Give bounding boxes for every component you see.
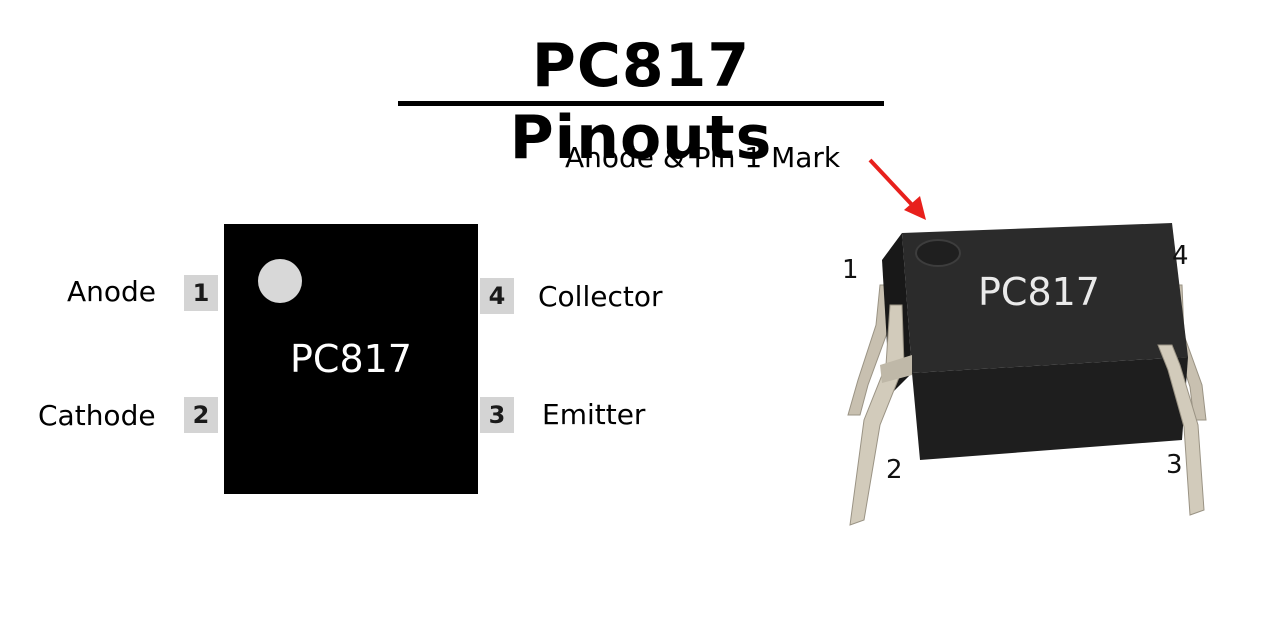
- pin-2-name: Cathode: [38, 399, 156, 432]
- page-title: PC817 Pinouts: [509, 31, 773, 173]
- photo-chip-label: PC817: [978, 270, 1100, 314]
- pin-4-name: Collector: [538, 280, 663, 313]
- photo-pin-4-number: 4: [1172, 241, 1189, 271]
- pin1-mark-callout: Anode & Pin 1 Mark: [565, 141, 841, 174]
- pin-3-box: 3: [480, 397, 514, 433]
- chip-photo-illustration: [847, 223, 1207, 526]
- pin-1-name: Anode: [67, 275, 157, 308]
- pin-4-box: 4: [480, 278, 514, 314]
- photo-pin-3-number: 3: [1166, 450, 1183, 480]
- photo-pin-2-number: 2: [886, 455, 903, 485]
- pin-2-box: 2: [184, 397, 218, 433]
- pin1-marker-dot: [258, 259, 302, 303]
- pin-1-box: 1: [184, 275, 218, 311]
- pin-3-name: Emitter: [542, 398, 646, 431]
- title-underline: [398, 101, 884, 106]
- callout-arrow: [868, 158, 926, 220]
- schematic-chip-label: PC817: [290, 337, 412, 381]
- photo-pin-1-number: 1: [842, 255, 859, 285]
